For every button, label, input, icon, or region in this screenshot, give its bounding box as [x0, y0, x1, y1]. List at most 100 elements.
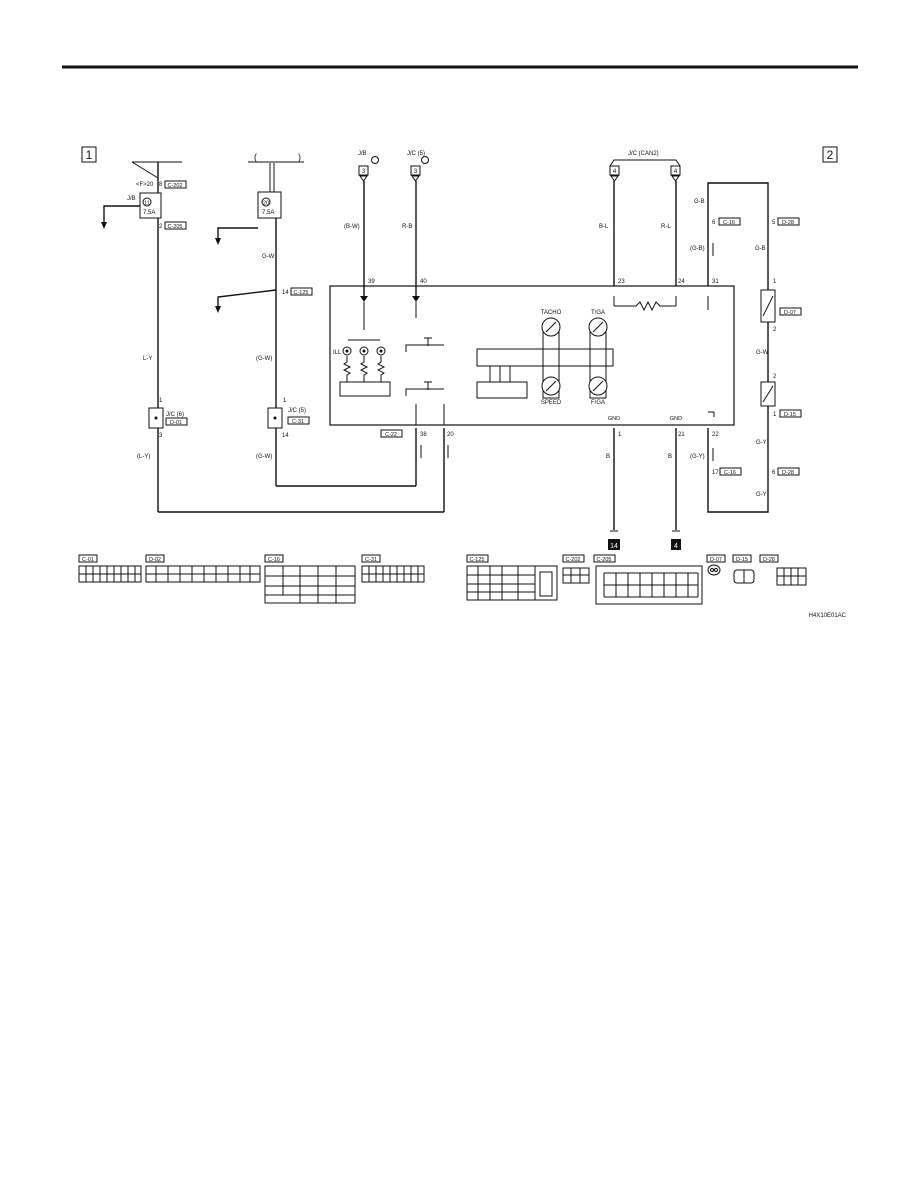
connector-c01: C-01 [78, 554, 142, 583]
svg-text:4: 4 [674, 169, 678, 175]
svg-text:6: 6 [712, 220, 716, 226]
svg-text:3: 3 [159, 433, 163, 439]
part-code: H4X10E01AC [809, 613, 847, 619]
svg-text:B-L: B-L [599, 224, 609, 230]
connector-c31: C-31 [361, 554, 425, 583]
svg-text:B: B [668, 454, 672, 460]
svg-text:1: 1 [86, 148, 93, 162]
svg-text:D-07: D-07 [784, 310, 796, 316]
svg-text:J/B: J/B [358, 151, 367, 157]
svg-text:C-202: C-202 [168, 183, 183, 189]
svg-text:C-16: C-16 [724, 470, 736, 476]
svg-text:G-Y: G-Y [756, 440, 767, 446]
svg-text:C-202: C-202 [566, 557, 581, 563]
svg-text:(G-Y): (G-Y) [690, 454, 705, 460]
svg-text:(B-W): (B-W) [344, 224, 360, 230]
svg-text:J/C (6): J/C (6) [166, 412, 184, 418]
meter-bottom-pins: C-22 38 20 1 21 22 [380, 428, 719, 512]
page-marker-right: 2 [822, 146, 838, 163]
svg-text:2: 2 [159, 224, 163, 230]
connector-d02: D-02 [145, 554, 261, 583]
svg-text:G-W: G-W [756, 350, 769, 356]
svg-text:SPEED: SPEED [541, 400, 562, 406]
svg-text:B: B [606, 454, 610, 460]
svg-text:C-22: C-22 [385, 432, 397, 438]
svg-text:(: ( [254, 152, 257, 162]
svg-text:11: 11 [144, 201, 150, 207]
source-jc5: J/C (5) 3 R-B 40 [402, 151, 429, 302]
svg-text:D-07: D-07 [710, 557, 722, 563]
svg-text:J/B: J/B [127, 196, 136, 202]
wire-g-w: G-W 14 C-125 (G-W) 1 J/C (5) C-31 14 (G-… [256, 218, 416, 487]
svg-text:38: 38 [420, 432, 427, 438]
svg-text:C-125: C-125 [294, 290, 309, 296]
svg-text:7.5A: 7.5A [262, 210, 274, 216]
svg-text:D-15: D-15 [736, 557, 748, 563]
svg-text:(G-W): (G-W) [256, 454, 272, 460]
svg-text:C-16: C-16 [268, 557, 280, 563]
svg-text:22: 22 [712, 432, 719, 438]
svg-text:4: 4 [674, 543, 678, 550]
connector-c205: C-205 [593, 554, 703, 605]
connector-c125: C-125 [466, 554, 558, 601]
right-loop: G-B 6 C-16 5 D-28 (G-B) G-B 31 1 D-07 2 … [690, 182, 802, 513]
svg-text:C-125: C-125 [470, 557, 485, 563]
svg-text:D-01: D-01 [170, 420, 182, 426]
connector-d07: D-07 [706, 554, 726, 576]
svg-text:G-Y: G-Y [756, 492, 767, 498]
svg-text:F/GA: F/GA [591, 400, 605, 406]
svg-text:GND: GND [608, 416, 620, 422]
connector-d15: D-15 [732, 554, 755, 584]
svg-text:C-205: C-205 [168, 224, 183, 230]
svg-text:): ) [298, 152, 301, 162]
svg-text:(L-Y): (L-Y) [137, 454, 150, 460]
svg-text:D-02: D-02 [149, 557, 161, 563]
svg-text:14: 14 [282, 290, 289, 296]
svg-text:2: 2 [827, 148, 834, 162]
svg-text:C-16: C-16 [723, 220, 735, 226]
svg-text:R-L: R-L [661, 224, 671, 230]
svg-text:C-31: C-31 [365, 557, 377, 563]
svg-text:2: 2 [773, 374, 777, 380]
svg-text:D-28: D-28 [763, 557, 775, 563]
page-marker-left: 1 [81, 146, 97, 163]
svg-text:8: 8 [159, 182, 163, 188]
svg-text:14: 14 [282, 433, 289, 439]
svg-text:3: 3 [414, 169, 418, 175]
svg-text:24: 24 [678, 279, 685, 285]
connector-c16: C-16 [264, 554, 356, 604]
meter-box: ILL TACHO T/GA SPEED F/GA [329, 285, 735, 426]
svg-text:J/C (CAN2): J/C (CAN2) [628, 151, 659, 157]
svg-text:G-B: G-B [694, 199, 705, 205]
svg-text:1: 1 [283, 398, 287, 404]
svg-text:D-28: D-28 [782, 220, 794, 226]
source-can2: J/C (CAN2) 4 4 B-L R-L 23 24 [599, 151, 685, 286]
svg-text:L-Y: L-Y [143, 356, 152, 362]
svg-text:<F>20: <F>20 [136, 182, 154, 188]
connector-c202: C-202 [562, 554, 590, 584]
fuse-left: <F>20 8 C-202 J/B 11 7.5A 2 C-205 [101, 161, 187, 230]
svg-text:TACHO: TACHO [541, 310, 562, 316]
svg-text:4: 4 [613, 169, 617, 175]
wire-l-y: L-Y (L-Y) 1 J/C (6) D-01 3 [137, 218, 444, 513]
svg-text:1: 1 [773, 279, 777, 285]
svg-text:39: 39 [368, 279, 375, 285]
svg-text:(G-W): (G-W) [256, 356, 272, 362]
svg-text:3: 3 [362, 169, 366, 175]
svg-text:T/GA: T/GA [591, 310, 605, 316]
svg-text:21: 21 [678, 432, 685, 438]
svg-text:6: 6 [772, 470, 776, 476]
svg-text:20: 20 [447, 432, 454, 438]
svg-text:J/C (5): J/C (5) [288, 408, 306, 414]
svg-text:1: 1 [159, 398, 163, 404]
svg-text:20: 20 [263, 201, 269, 207]
svg-text:C-01: C-01 [82, 557, 94, 563]
svg-text:C-205: C-205 [597, 557, 612, 563]
svg-text:17: 17 [712, 470, 719, 476]
svg-text:23: 23 [618, 279, 625, 285]
svg-text:31: 31 [712, 279, 719, 285]
fuse-right: ( ) 20 7.5A [215, 152, 304, 313]
svg-text:D-15: D-15 [784, 412, 796, 418]
svg-text:2: 2 [773, 327, 777, 333]
